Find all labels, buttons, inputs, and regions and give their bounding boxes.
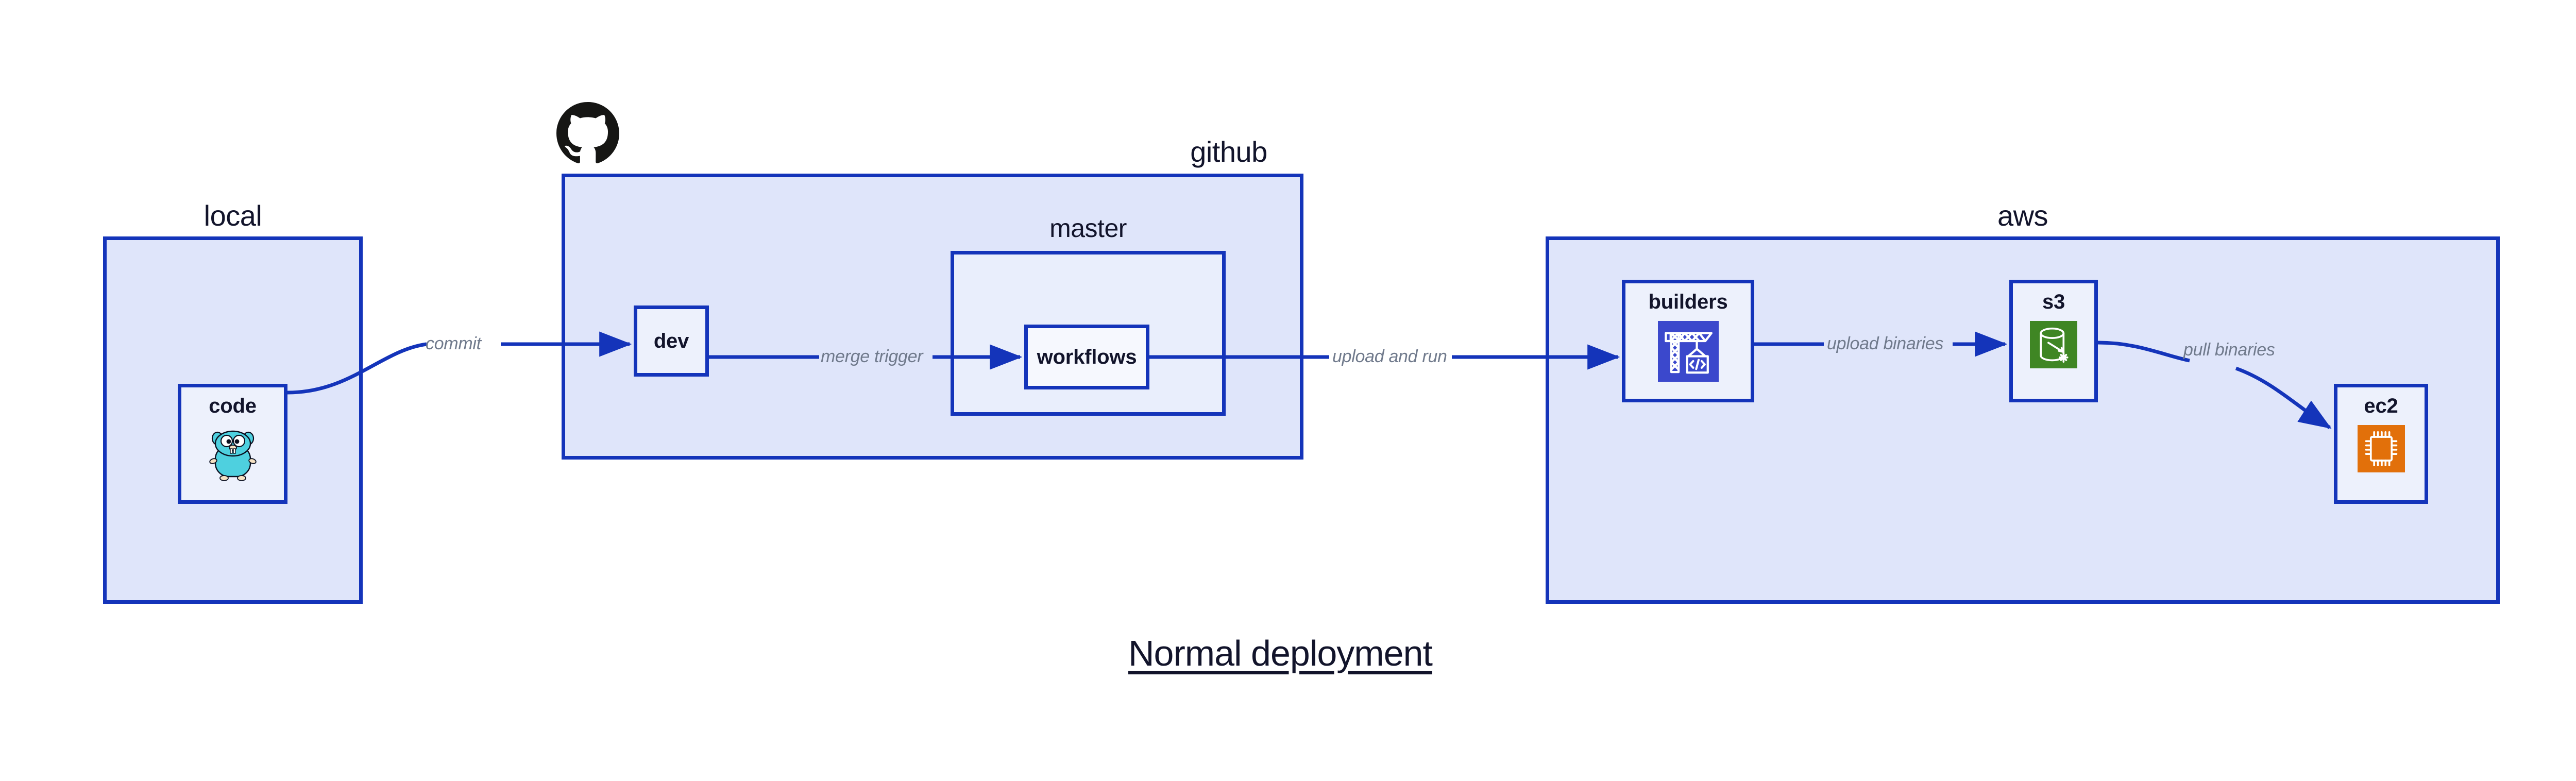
node-code-label: code — [209, 395, 257, 417]
node-ec2-label: ec2 — [2364, 395, 2398, 417]
node-workflows[interactable]: workflows — [1024, 325, 1149, 389]
edge-label-pull-binaries: pull binaries — [2183, 340, 2275, 360]
node-builders-label: builders — [1648, 291, 1728, 313]
edge-label-upload-and-run: upload and run — [1332, 347, 1447, 366]
node-ec2[interactable]: ec2 — [2334, 384, 2428, 504]
aws-codebuild-icon — [1657, 321, 1719, 384]
node-s3-label: s3 — [2042, 291, 2065, 313]
node-workflows-label: workflows — [1037, 345, 1137, 368]
node-code[interactable]: code — [178, 384, 287, 504]
edge-label-commit: commit — [426, 334, 481, 353]
github-octocat-icon — [556, 102, 619, 165]
edge-label-merge-trigger: merge trigger — [821, 347, 923, 366]
page-title: Normal deployment — [1128, 633, 1433, 673]
go-gopher-icon — [207, 425, 259, 485]
aws-s3-icon — [2030, 321, 2077, 371]
node-builders[interactable]: builders — [1622, 280, 1754, 402]
group-label-local: local — [204, 199, 262, 232]
group-label-github: github — [1190, 135, 1267, 168]
subgroup-label-master: master — [1049, 214, 1127, 243]
aws-ec2-icon — [2357, 425, 2405, 475]
node-dev[interactable]: dev — [634, 305, 709, 377]
group-label-aws: aws — [1997, 199, 2048, 232]
node-s3[interactable]: s3 — [2009, 280, 2098, 402]
node-dev-label: dev — [653, 329, 689, 352]
edge-label-upload-binaries: upload binaries — [1827, 334, 1944, 353]
